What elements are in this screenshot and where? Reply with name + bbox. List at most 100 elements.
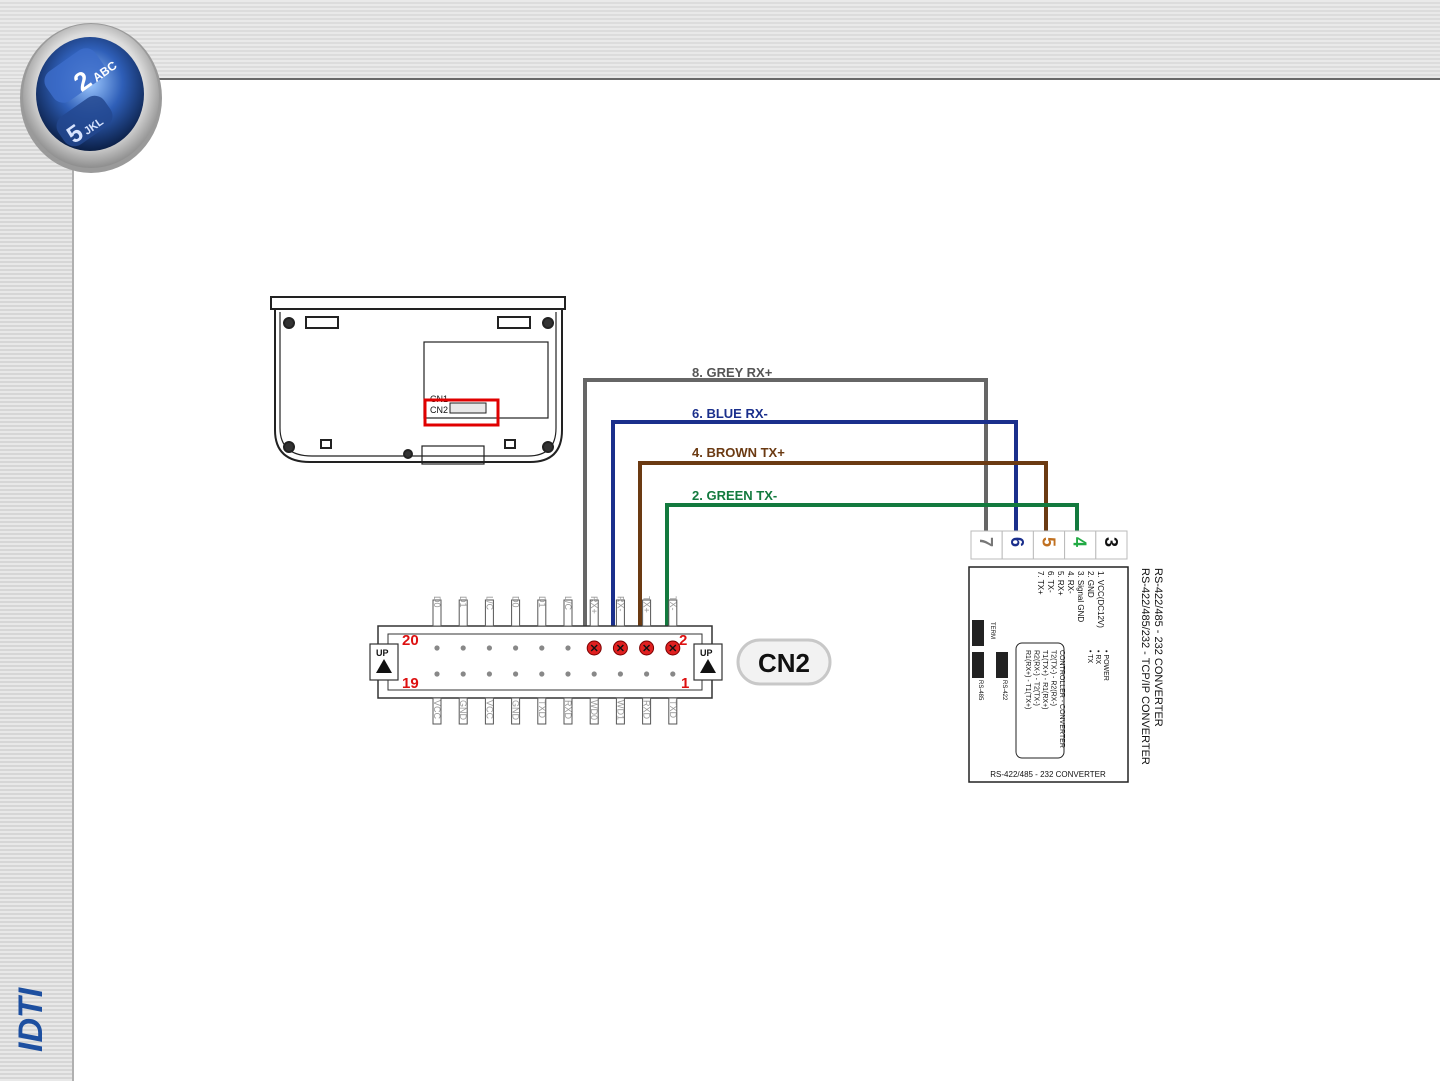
pin-20-label: 20: [402, 632, 419, 649]
connector-pin: [644, 671, 650, 677]
connector-top-signal: D1: [537, 596, 547, 608]
up-arrow-left-icon: [376, 659, 392, 673]
reader-device: [270, 296, 566, 465]
connector-bottom-tab: [537, 697, 547, 725]
pin-cross-icon: [616, 644, 624, 652]
connector-pin: [565, 645, 571, 651]
terminal-number: 6: [1007, 537, 1027, 547]
connector-pin: [513, 671, 519, 677]
blue-wire: [611, 420, 1018, 642]
connector-top-tab: [642, 599, 652, 627]
connector-pin: [617, 671, 624, 677]
up-arrow-right-icon: [700, 659, 716, 673]
converter-pin-label: 6. TX-: [1046, 571, 1055, 593]
connector-bottom-tab: [642, 697, 652, 725]
connector-bottom-signal: TXD: [537, 700, 547, 719]
pin-19-label: 19: [402, 675, 419, 692]
converter-box: RS-422/485 - 232 CONVERTER RS-422/485/23…: [968, 566, 1164, 783]
connector-pin: [460, 671, 466, 677]
connector-bottom-tab: [563, 697, 573, 725]
connector-bottom-tab: [484, 697, 494, 725]
converter-mapping-line: R1(RX+) - T1(TX+): [1024, 650, 1031, 709]
connector-top-signal: L/C: [484, 596, 494, 611]
keypad-orb-icon: 2 ABC 5 JKL: [20, 23, 162, 173]
wire-label-grey: 8. GREY RX+: [692, 365, 773, 380]
connector-bottom-tab: [511, 697, 521, 725]
connector-top-signal: D1: [458, 596, 468, 608]
terminal-number: 4: [1070, 537, 1090, 547]
converter-title-1: RS-422/485 - 232 CONVERTER: [1152, 568, 1164, 727]
connector-pin: [434, 671, 440, 677]
connector-bottom-tab: [589, 697, 599, 725]
terminal-number: 5: [1038, 537, 1058, 547]
up-label-right: UP: [700, 648, 713, 658]
connector-bottom-signal: VCC: [432, 700, 442, 720]
pin-cross-icon: [590, 644, 598, 652]
brown-wire: [638, 461, 1048, 642]
connector-pin: [539, 671, 545, 677]
converter-mapping-line: CONTROLLER - CONVERTER: [1058, 650, 1065, 748]
switch-1-icon: [972, 652, 984, 678]
cn2-badge: CN2: [736, 638, 832, 686]
cn2-highlight-box: [423, 398, 500, 427]
connector-bottom-signal: RXD: [642, 700, 652, 720]
connector-pin: [434, 645, 440, 651]
connector-top-tab: [615, 599, 625, 627]
converter-pin-label: 1. VCC(DC12V): [1096, 571, 1105, 628]
converter-pin-label: 5. RX+: [1056, 571, 1065, 596]
cn2-small-label: CN2: [430, 405, 448, 415]
connector-bottom-signal: WD0: [589, 700, 599, 720]
switch-rs422-label: RS-422: [1001, 680, 1007, 701]
converter-mapping-line: T1(TX+) - R1(RX+): [1041, 650, 1048, 710]
connector-pin: [513, 645, 519, 651]
converter-pin-label: 7. TX+: [1036, 571, 1045, 595]
converter-pin-label: 4. RX-: [1066, 571, 1075, 594]
terminal-number: 3: [1101, 537, 1121, 547]
connector-bottom-signal: GND: [511, 700, 521, 721]
connector-top-tab: [589, 599, 599, 627]
converter-title-2: RS-422/485/232 - TCP/IP CONVERTER: [1139, 568, 1151, 765]
term-switch-icon: [972, 620, 984, 646]
connector-top-signal: D0: [432, 596, 442, 608]
connector-bottom-tab: [668, 697, 678, 725]
connector-bottom-signal: RXD: [563, 700, 573, 720]
converter-footer: RS-422/485 - 232 CONVERTER: [990, 770, 1106, 779]
connector-pin: [486, 645, 492, 651]
led-rx-label: • RX: [1094, 650, 1101, 664]
connector-top-tab: [484, 599, 494, 627]
terminal-cell: [1032, 530, 1066, 560]
connector-top-tab: [511, 599, 521, 627]
wire-label-green: 2. GREEN TX-: [692, 488, 777, 503]
led-tx-label: • TX: [1086, 650, 1093, 664]
connector-top-tab: [458, 599, 468, 627]
connector-pin: [591, 671, 597, 677]
converter-pin-label: 3. Signal GND: [1076, 571, 1085, 622]
connector-bottom-tab: [458, 697, 468, 725]
connector-top-signal: TX+: [642, 596, 652, 613]
term-label: TERM: [989, 622, 995, 639]
terminal-cell: [1001, 530, 1034, 560]
terminal-number: 7: [976, 537, 996, 547]
connector-bottom-tab: [432, 697, 442, 725]
brand-logo-text: IDTI: [12, 986, 50, 1052]
connector-pin: [565, 671, 571, 677]
terminal-cell: [1095, 530, 1128, 560]
connector-pin: [460, 645, 466, 651]
connector-bottom-signal: TXD: [668, 700, 678, 719]
connector-bottom-signal: WD1: [615, 700, 625, 720]
terminal-block: 7 6 5 4 3: [970, 530, 1128, 560]
connector-pin: [670, 671, 676, 677]
connector-top-signal: RX+: [589, 596, 599, 614]
switch-rs485-label: RS-485: [977, 680, 983, 701]
pin-1-label: 1: [681, 675, 689, 692]
connector-pin: [486, 671, 492, 677]
connector-top-tab: [563, 599, 573, 627]
connector-top-signal: TX-: [668, 596, 678, 611]
cn2-badge-label: CN2: [758, 648, 810, 678]
connector-bottom-tab: [615, 697, 625, 725]
brand-logo: IDTI: [12, 986, 50, 1052]
green-wire: [665, 503, 1079, 642]
wire-label-blue: 6. BLUE RX-: [692, 406, 768, 421]
converter-mapping-line: R2(RX-) - T2(TX-): [1033, 650, 1040, 706]
